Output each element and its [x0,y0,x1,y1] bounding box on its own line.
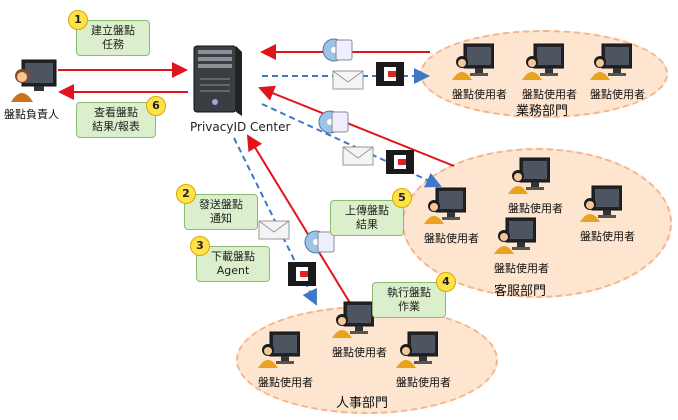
user-workstation: 盤點使用者 [332,300,387,360]
center-label: PrivacyID Center [190,120,291,134]
monitor-icon [590,42,645,86]
agent-logo-icon [376,62,404,86]
user-label: 盤點使用者 [494,262,549,275]
agent-logo-icon [386,150,414,174]
step3-badge: 3 [190,236,210,256]
step5-badge: 5 [392,188,412,208]
monitor-icon [580,184,635,228]
step4-callout: 執行盤點 作業 [372,282,446,318]
user-label: 盤點使用者 [332,346,387,359]
step1-callout: 建立盤點 任務 [76,20,150,56]
monitor-icon [424,186,479,230]
dept-name-sales: 業務部門 [516,104,569,119]
user-workstation: 盤點使用者 [396,330,451,390]
user-label: 盤點使用者 [452,88,507,101]
agent-logo-icon [288,262,316,286]
monitor-icon [452,42,507,86]
monitor-icon [522,42,577,86]
user-label: 盤點使用者 [258,376,313,389]
user-workstation: 盤點使用者 [452,42,507,102]
mail-icon [342,146,374,166]
monitor-icon [332,300,387,344]
monitor-icon [396,330,451,374]
step6-callout: 查看盤點 結果/報表 [76,102,156,138]
mail-icon [258,220,290,240]
user-workstation: 盤點使用者 [508,156,563,216]
user-workstation: 盤點使用者 [590,42,645,102]
monitor-icon [494,216,549,260]
dept-name-hr: 人事部門 [336,396,389,411]
monitor-icon [508,156,563,200]
user-workstation: 盤點使用者 [424,186,479,246]
user-icon [11,59,57,102]
step6-badge: 6 [146,96,166,116]
mail-icon [332,70,364,90]
user-label: 盤點使用者 [424,232,479,245]
arrow-hr-upload [246,134,359,317]
disc-icon [318,110,349,134]
step1-badge: 1 [68,10,88,30]
user-label: 盤點使用者 [590,88,645,101]
user-workstation: 盤點使用者 [580,184,635,244]
user-label: 盤點使用者 [396,376,451,389]
server-icon [193,45,242,116]
user-workstation: 盤點使用者 [258,330,313,390]
step4-badge: 4 [436,272,456,292]
monitor-icon [258,330,313,374]
user-label: 盤點使用者 [580,230,635,243]
disc-icon [304,230,335,254]
step2-badge: 2 [176,184,196,204]
user-workstation: 盤點使用者 [522,42,577,102]
user-label: 盤點使用者 [522,88,577,101]
user-workstation: 盤點使用者 [494,216,549,276]
arrow-service-upload [258,85,455,167]
manager-label: 盤點負責人 [4,108,59,121]
step3-callout: 下載盤點 Agent [196,246,270,282]
step2-callout: 發送盤點 通知 [184,194,258,230]
step5-callout: 上傳盤點 結果 [330,200,404,236]
disc-icon [322,38,353,62]
dept-name-service: 客服部門 [494,284,547,299]
user-label: 盤點使用者 [508,202,563,215]
